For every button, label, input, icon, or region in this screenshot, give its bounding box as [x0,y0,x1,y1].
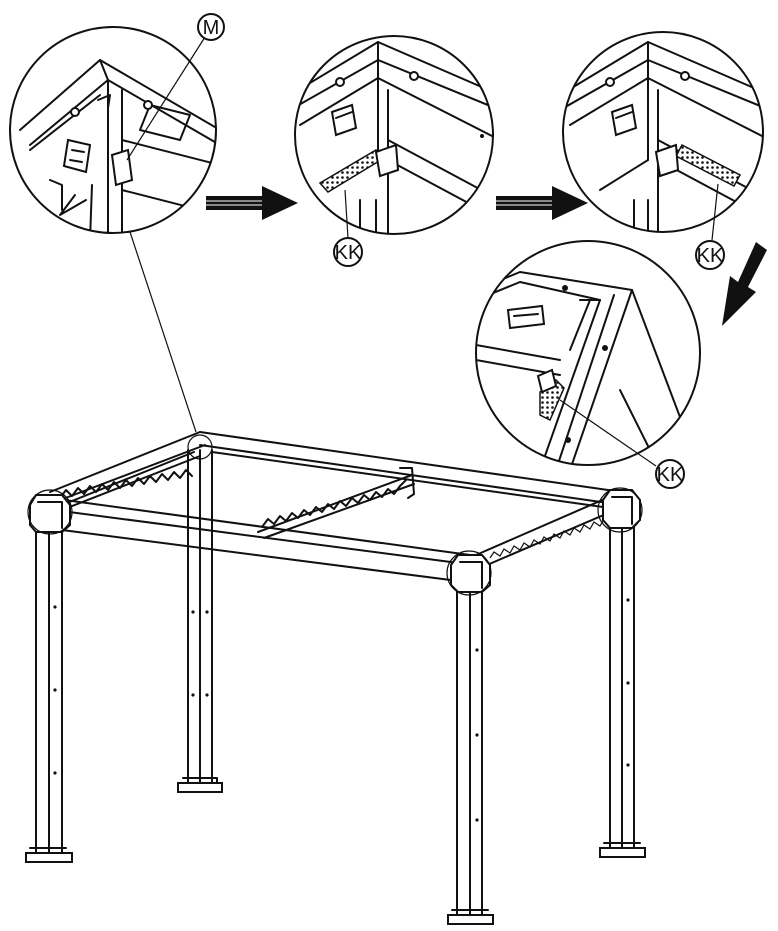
corner-marker-back-right [597,487,643,533]
detail-leader-line [129,231,197,433]
beam-left [49,431,206,511]
m-label-circle [197,13,225,41]
post-back-right [599,489,646,858]
kk-label-2: KK [697,245,724,267]
louver-row-center [257,467,415,539]
detail-view-2: KK [294,35,494,267]
kk-leader-3 [559,399,657,467]
louver-row-left [59,451,195,506]
kk-leader-2 [711,183,719,241]
kk-label-circle-1 [333,237,363,267]
corner-marker-front-right [446,550,492,596]
detail-view-4: KK [475,240,701,489]
down-left-arrow-icon [722,242,767,326]
beam-front [49,497,471,583]
kk-label-3: KK [657,464,684,486]
post-front-right [447,554,494,925]
post-back-left [177,449,223,793]
kk-label-circle-3 [655,459,685,489]
detail-view-3: KK [562,31,764,270]
post-front-left [25,494,73,863]
kk-label-1: KK [335,242,362,264]
detail-view-1: M [9,13,225,234]
m-leader [126,36,206,161]
right-arrow-icon [496,186,588,220]
kk-label-circle-2 [695,240,725,270]
m-label: M [203,17,220,39]
kk-leader-1 [344,189,349,239]
beam-right [475,493,621,569]
pergola-frame [25,431,646,925]
corner-marker-front-left [27,489,73,535]
right-arrow-icon [206,186,298,220]
corner-marker-back-left [187,434,213,460]
